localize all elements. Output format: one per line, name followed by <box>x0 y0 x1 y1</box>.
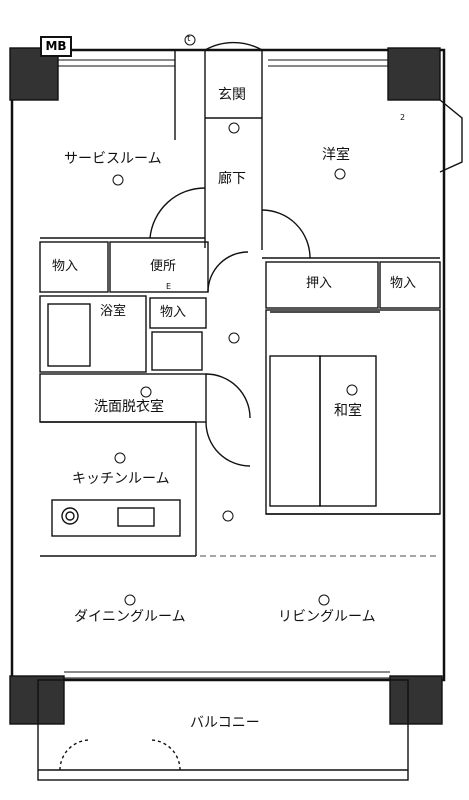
tv-outlet <box>184 34 196 46</box>
tv-symbol-label: t <box>187 34 191 44</box>
storage-3-box <box>149 297 207 329</box>
outlet-symbol-label: 2 <box>400 113 406 122</box>
room-label-western-room: 洋室 <box>322 147 350 163</box>
outer-wall <box>10 48 446 682</box>
room-label-oshiire: 押入 <box>306 276 333 291</box>
column-top-right <box>387 47 441 101</box>
light-service-room <box>112 174 124 186</box>
bay-window <box>439 99 463 173</box>
oshiire-box <box>265 261 379 309</box>
light-dining <box>124 594 136 606</box>
room-label-storage-2: 物入 <box>390 276 417 291</box>
light-japanese <box>346 384 358 396</box>
light-entrance <box>228 122 240 134</box>
room-label-storage-1: 物入 <box>52 259 79 274</box>
column-bottom-right <box>389 675 443 725</box>
toilet-box <box>109 241 209 293</box>
room-label-bathroom: 浴室 <box>100 304 127 319</box>
storage-2-box <box>379 261 441 309</box>
storage-1-box <box>39 241 109 293</box>
room-label-washroom: 洗面脱衣室 <box>94 399 164 415</box>
light-washroom <box>140 386 152 398</box>
room-label-balcony: バルコニー <box>190 715 260 731</box>
room-label-japanese-room: 和室 <box>334 403 362 419</box>
light-corridor <box>228 332 240 344</box>
light-living <box>318 594 330 606</box>
room-label-entrance: 玄関 <box>218 87 246 103</box>
light-western-room <box>334 168 346 180</box>
meter-box-label: MB <box>40 36 72 57</box>
room-label-kitchen: キッチンルーム <box>72 471 170 487</box>
gas-symbol-label: E <box>166 282 172 291</box>
kitchen-counter <box>51 499 181 537</box>
room-label-storage-3: 物入 <box>160 305 187 320</box>
room-label-dining: ダイニングルーム <box>74 609 186 625</box>
room-label-service-room: サービスルーム <box>64 151 162 167</box>
column-bottom-left <box>9 675 65 725</box>
bathroom-box <box>39 295 147 373</box>
room-label-corridor: 廊下 <box>218 171 246 187</box>
room-label-living: リビングルーム <box>278 609 376 625</box>
room-label-toilet: 便所 <box>150 259 177 274</box>
light-kitchen <box>114 452 126 464</box>
balcony-outline <box>37 679 409 781</box>
